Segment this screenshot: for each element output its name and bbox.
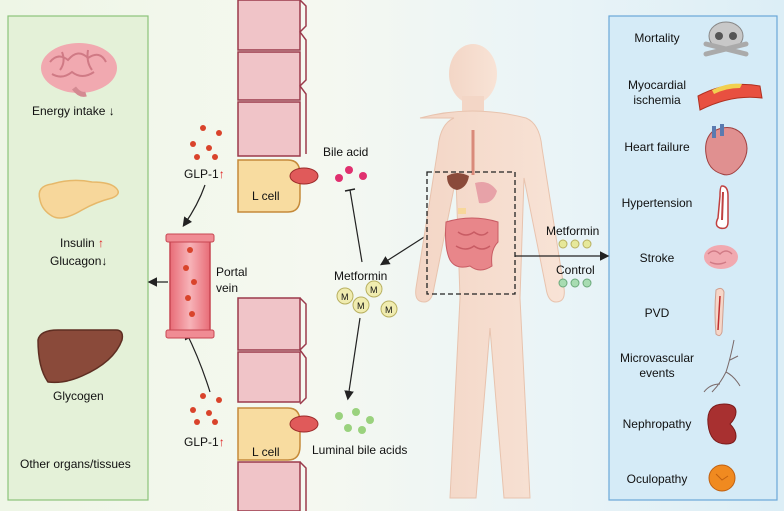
control-group-dots bbox=[558, 278, 592, 288]
artery-plaque-icon bbox=[697, 83, 763, 111]
l-cell-label-top: L cell bbox=[252, 189, 280, 203]
l-cell-bottom bbox=[237, 407, 319, 461]
metformin-label: Metformin bbox=[334, 269, 388, 283]
portal-vein-label: Portal vein bbox=[216, 265, 248, 295]
left-panel bbox=[7, 15, 149, 501]
arrow-glp1-to-vein-bottom bbox=[184, 329, 211, 393]
outcome-label: PVD bbox=[644, 306, 670, 320]
outcome-label: Oculopathy bbox=[626, 472, 688, 486]
gut-region-box bbox=[426, 171, 516, 295]
glp1-label-top: GLP-1↑ bbox=[184, 167, 225, 181]
control-group-label: Control bbox=[556, 263, 595, 277]
outcome-label: Stroke bbox=[639, 251, 675, 265]
skull-icon bbox=[703, 21, 749, 57]
energy-intake-label: Energy intake ↓ bbox=[32, 104, 115, 118]
outcome-label: Heart failure bbox=[624, 140, 690, 154]
pill-label-4: M bbox=[385, 305, 393, 315]
outcome-label: Mortality bbox=[634, 31, 680, 45]
arrow-glp1-to-vein-top bbox=[182, 184, 206, 227]
eye-icon bbox=[708, 464, 736, 492]
outcome-label: Hypertension bbox=[621, 196, 693, 210]
liver-icon bbox=[37, 329, 124, 384]
outcome-label: Myocardial ischemia bbox=[627, 78, 687, 107]
portal-vein bbox=[165, 233, 215, 339]
glucagon-label: Glucagon↓ bbox=[50, 254, 108, 268]
intestinal-wall bbox=[237, 0, 301, 511]
pancreas-icon bbox=[38, 179, 119, 219]
pill-label-1: M bbox=[341, 292, 349, 302]
glp1-dots-top bbox=[190, 125, 222, 160]
pill-label-2: M bbox=[370, 285, 378, 295]
brain-icon bbox=[41, 43, 117, 97]
leg-vessel-icon bbox=[714, 287, 725, 337]
vessel-icon bbox=[715, 185, 729, 230]
outcome-label: Microvascular events bbox=[619, 351, 694, 380]
human-body bbox=[415, 44, 565, 499]
metformin-pills bbox=[336, 280, 398, 318]
insulin-label: Insulin ↑ bbox=[60, 236, 105, 250]
l-cell-label-bottom: L cell bbox=[252, 445, 280, 459]
luminal-bile-acid-dots bbox=[335, 408, 374, 434]
l-cell-top bbox=[237, 159, 319, 213]
glycogen-label: Glycogen bbox=[53, 389, 104, 403]
arrow-to-luminal-bile-acids bbox=[344, 317, 361, 401]
bile-acid-label: Bile acid bbox=[323, 145, 369, 159]
capillary-icon bbox=[703, 339, 741, 393]
inhibit-bile-acid bbox=[349, 189, 363, 263]
brain-icon-small bbox=[704, 245, 738, 269]
metformin-group-label: Metformin bbox=[546, 224, 600, 238]
metformin-group-dots bbox=[558, 239, 592, 249]
other-organs-label: Other organs/tissues bbox=[20, 457, 131, 471]
luminal-bile-acids-label: Luminal bile acids bbox=[312, 443, 408, 457]
outcome-label: Nephropathy bbox=[622, 417, 692, 431]
kidney-icon bbox=[707, 403, 737, 445]
bile-acid-dots bbox=[335, 166, 367, 182]
heart-icon bbox=[705, 124, 748, 176]
glp1-label-bottom: GLP-1↑ bbox=[184, 435, 225, 449]
glp1-dots-bottom bbox=[190, 393, 222, 425]
pill-label-3: M bbox=[357, 301, 365, 311]
